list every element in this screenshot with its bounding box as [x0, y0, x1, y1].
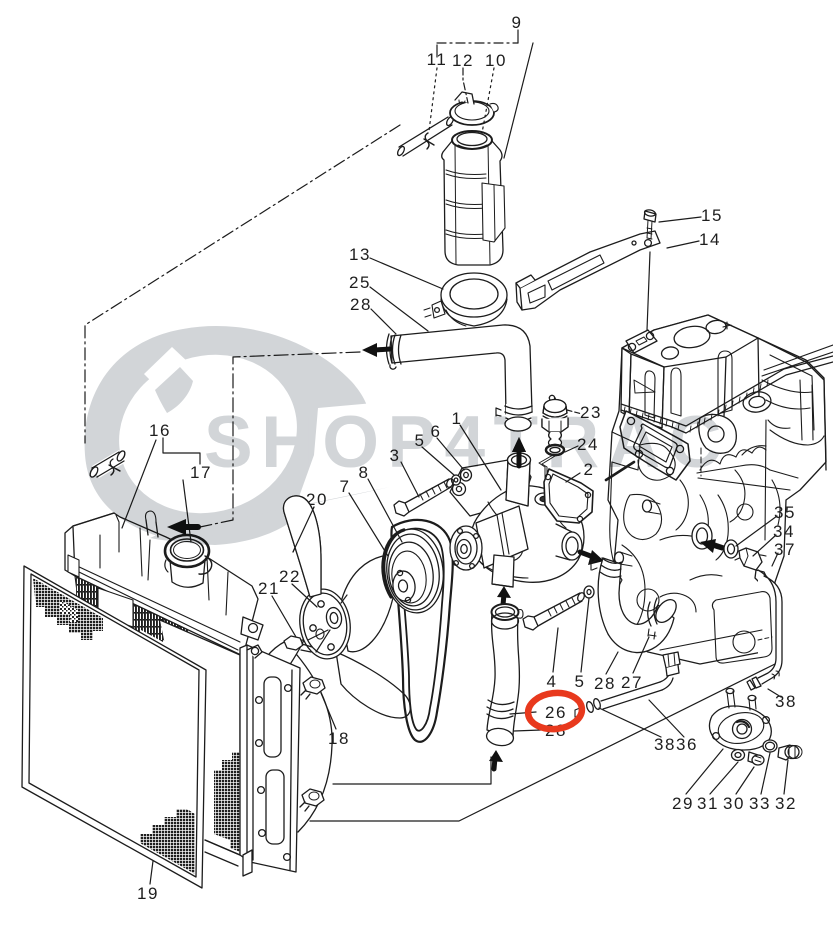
- svg-text:SHOP4TRAC: SHOP4TRAC: [204, 402, 730, 483]
- svg-text:13: 13: [349, 245, 371, 264]
- svg-text:24: 24: [577, 435, 599, 454]
- svg-text:14: 14: [699, 230, 721, 249]
- svg-text:28: 28: [350, 295, 372, 314]
- svg-text:32: 32: [775, 794, 797, 813]
- svg-text:31: 31: [697, 794, 719, 813]
- svg-text:9: 9: [512, 13, 523, 32]
- svg-text:19: 19: [137, 884, 159, 903]
- svg-text:2: 2: [584, 460, 595, 479]
- svg-text:33: 33: [749, 794, 771, 813]
- svg-text:38: 38: [654, 735, 676, 754]
- svg-text:37: 37: [774, 540, 796, 559]
- svg-text:6: 6: [431, 422, 442, 441]
- svg-text:12: 12: [452, 51, 474, 70]
- svg-text:35: 35: [774, 503, 796, 522]
- svg-text:15: 15: [701, 206, 723, 225]
- svg-text:5: 5: [575, 672, 586, 691]
- svg-text:11: 11: [427, 50, 448, 69]
- svg-text:38: 38: [775, 692, 797, 711]
- svg-text:1: 1: [452, 409, 463, 428]
- svg-text:10: 10: [485, 51, 507, 70]
- svg-text:21: 21: [258, 579, 280, 598]
- svg-text:28: 28: [594, 674, 616, 693]
- svg-text:23: 23: [580, 403, 602, 422]
- svg-text:36: 36: [676, 735, 698, 754]
- svg-text:4: 4: [547, 672, 558, 691]
- svg-text:26: 26: [545, 703, 567, 722]
- svg-text:22: 22: [279, 567, 301, 586]
- svg-text:25: 25: [349, 273, 371, 292]
- svg-text:30: 30: [723, 794, 745, 813]
- svg-text:18: 18: [328, 729, 350, 748]
- svg-text:29: 29: [672, 794, 694, 813]
- svg-text:27: 27: [621, 673, 643, 692]
- svg-text:34: 34: [773, 522, 795, 541]
